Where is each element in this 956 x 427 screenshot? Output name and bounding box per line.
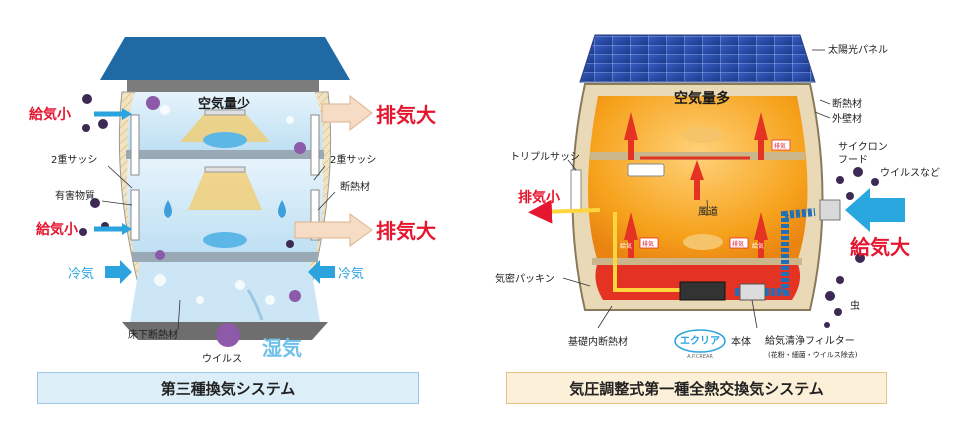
room-exhaust-label-2: 排気 xyxy=(642,240,654,248)
filter-label: 給気清浄フィルター xyxy=(765,334,855,347)
brand-label: エクリア xyxy=(680,335,720,347)
caption-right: 気圧調整式第一種全熱交換気システム xyxy=(506,372,887,404)
cat-icon xyxy=(203,232,247,248)
humidity-arrow xyxy=(246,289,264,321)
supply-arrow-mid-head xyxy=(122,223,132,235)
left-house xyxy=(79,37,373,347)
water-drop-icon xyxy=(164,200,172,218)
cold-arrow-left xyxy=(105,260,132,284)
supply-large-label: 給気大 xyxy=(850,235,910,259)
room-supply-label: 給気 xyxy=(620,242,632,250)
cold-arrow-right xyxy=(308,260,335,284)
bug-label: 虫 xyxy=(850,300,860,312)
duct-label: 風道 xyxy=(698,205,718,218)
air-bubbles xyxy=(154,105,294,305)
leader-lines-left xyxy=(101,165,336,331)
main-unit xyxy=(679,281,726,301)
room-vent-boxes xyxy=(639,139,791,249)
outer-wall-label: 外壁材 xyxy=(832,112,862,125)
cat-icon xyxy=(683,234,723,250)
duct-yellow-loop xyxy=(613,212,680,292)
leader-lines-right xyxy=(562,49,831,329)
water-drop-icon xyxy=(278,200,286,218)
supply-label-mid: 給気小 xyxy=(36,221,78,238)
left-vent-cone-1 xyxy=(180,113,270,142)
left-floor-2 xyxy=(132,252,318,262)
underfloor-label: 床下断熱材 xyxy=(128,328,178,341)
exhaust-small-label: 排気小 xyxy=(518,189,560,206)
exhaust-label-top: 排気大 xyxy=(376,103,436,127)
virus-icon xyxy=(146,96,306,347)
cold-label-right: 冷気 xyxy=(338,266,364,282)
harmful-label: 有害物質 xyxy=(55,189,95,202)
left-vent-2 xyxy=(204,166,246,173)
exhaust-arrow-top xyxy=(321,94,373,132)
sash-right-lower xyxy=(310,189,320,241)
duct-yellow xyxy=(528,199,601,224)
air-amount-right: 空気量多 xyxy=(674,90,730,107)
left-vent-cone-2 xyxy=(188,170,262,210)
supply-large-arrow xyxy=(845,188,905,232)
foundation-label: 基礎内断熱材 xyxy=(568,335,628,348)
cold-label-left: 冷気 xyxy=(68,266,94,282)
cat-icon xyxy=(683,127,723,143)
room-supply-label-2: 給気 xyxy=(752,242,764,250)
right-floor-1 xyxy=(590,152,805,160)
triple-sash xyxy=(570,169,582,213)
supply-label-top: 給気小 xyxy=(29,106,71,123)
sash-left-lower xyxy=(130,189,140,241)
brand-logo xyxy=(674,329,726,353)
virus-label: ウイルス xyxy=(202,353,242,365)
red-flow-arrows xyxy=(624,112,768,258)
left-vent-1 xyxy=(204,109,246,116)
sash-left-upper xyxy=(130,114,140,176)
air-amount-left: 空気量少 xyxy=(198,96,250,112)
double-sash-right: 2重サッシ xyxy=(330,153,376,166)
sash-right-upper xyxy=(310,114,320,176)
insulation-right: 断熱材 xyxy=(832,97,862,110)
solar-panel xyxy=(579,34,816,83)
humidity-label: 湿気 xyxy=(262,336,302,360)
cat-icon xyxy=(203,132,247,148)
cyclone-label-2: フード xyxy=(838,155,868,166)
left-roof xyxy=(100,37,350,80)
filter-unit xyxy=(739,283,766,301)
unit-label: 本体 xyxy=(731,335,751,348)
left-basement xyxy=(130,262,320,322)
virus-etc-label: ウイルスなど xyxy=(880,167,940,179)
virus-icon xyxy=(824,167,879,328)
filter-sub-label: (花粉・細菌・ウイルス除去) xyxy=(768,350,858,359)
triple-sash-label: トリプルサッシ xyxy=(510,151,580,163)
right-floor-2 xyxy=(592,258,802,265)
right-house xyxy=(528,34,905,353)
insulation-left: 断熱材 xyxy=(340,180,370,193)
left-wall-top xyxy=(127,80,319,92)
exhaust-label-mid: 排気大 xyxy=(376,219,436,243)
caption-left: 第三種換気システム xyxy=(37,372,419,404)
left-floor-1 xyxy=(126,150,324,159)
solar-label: 太陽光パネル xyxy=(828,43,888,56)
double-sash-left: 2重サッシ xyxy=(51,153,97,166)
cyclone-hood xyxy=(819,199,841,221)
gasket-label: 気密パッキン xyxy=(495,272,555,285)
room-exhaust-label: 排気 xyxy=(774,142,786,150)
exhaust-arrow-mid xyxy=(294,213,373,247)
brand-sub-label: A.P.CREAR xyxy=(687,354,713,360)
air-conditioner xyxy=(627,163,665,177)
supply-arrow-top-head xyxy=(122,108,132,120)
cyclone-label-1: サイクロン xyxy=(838,141,888,153)
room-exhaust-label-3: 排気 xyxy=(732,240,744,248)
